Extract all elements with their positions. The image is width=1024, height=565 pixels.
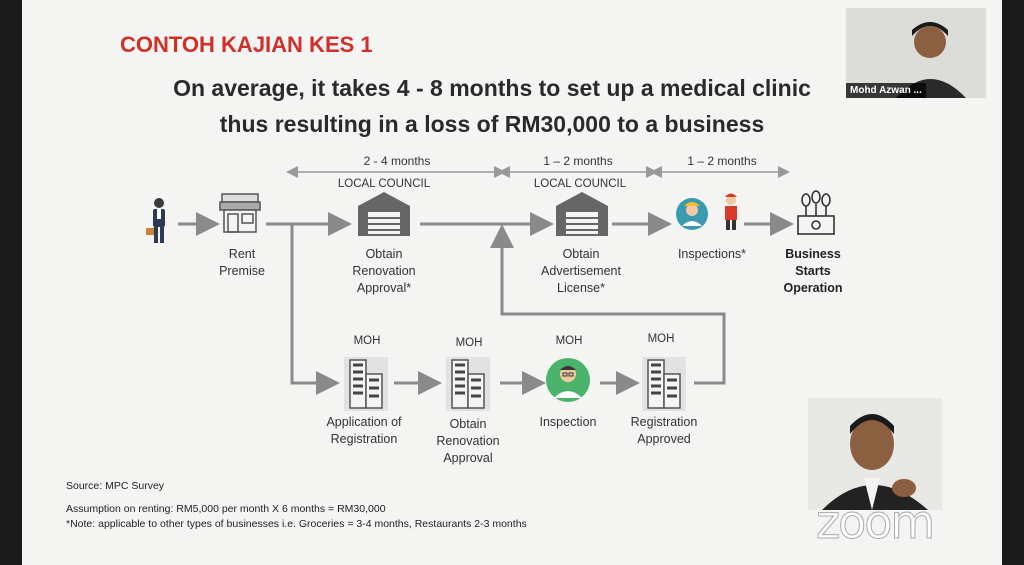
- org-local-council-2: LOCAL COUNCIL: [533, 178, 627, 190]
- org-moh-1: MOH: [353, 335, 381, 347]
- money-plant-icon: [797, 190, 835, 235]
- participant-video-tile[interactable]: Mohd Azwan ...: [846, 8, 986, 98]
- doctor-icon: [546, 358, 590, 402]
- shared-slide: CONTOH KAJIAN KES 1 On average, it takes…: [22, 0, 1002, 565]
- speaker-avatar: [822, 414, 928, 510]
- case-title: CONTOH KAJIAN KES 1: [120, 32, 373, 57]
- headline: On average, it takes 4 - 8 months to set…: [112, 70, 872, 142]
- org-moh-4: MOH: [647, 333, 675, 345]
- step-inspections: Inspections*: [677, 247, 747, 261]
- duration-label-2: 1 – 2 months: [543, 154, 613, 168]
- headline-line-1: On average, it takes 4 - 8 months to set…: [173, 75, 811, 101]
- inspectors-icon: [676, 193, 737, 230]
- assumption-note: Assumption on renting: RM5,000 per month…: [66, 503, 386, 515]
- step-business-starts: Business Starts Operation: [783, 247, 843, 295]
- flow-arrows: [178, 212, 794, 395]
- step-moh-renovation-approval: Obtain Renovation Approval: [436, 417, 500, 465]
- headline-line-2: thus resulting in a loss of RM30,000 to …: [219, 111, 765, 137]
- speaker-video-tile[interactable]: [808, 398, 942, 510]
- step-application-registration: Application of Registration: [326, 415, 402, 446]
- org-local-council-1: LOCAL COUNCIL: [337, 178, 431, 190]
- moh-building-icon-1: [344, 357, 388, 411]
- applicability-note: *Note: applicable to other types of busi…: [66, 518, 527, 530]
- org-moh-2: MOH: [455, 337, 483, 349]
- step-rent-premise: Rent Premise: [219, 247, 265, 278]
- step-renovation-approval: Obtain Renovation Approval*: [352, 247, 416, 295]
- step-advertisement-license: Obtain Advertisement License*: [541, 247, 621, 295]
- duration-label-3: 1 – 2 months: [687, 154, 757, 168]
- participant-name-label: Mohd Azwan ...: [846, 83, 926, 98]
- process-flow-diagram: [146, 166, 835, 411]
- step-registration-approved: Registration Approved: [630, 415, 698, 446]
- step-moh-inspection: Inspection: [539, 415, 597, 429]
- local-council-building-icon-2: [556, 192, 608, 236]
- shop-icon: [219, 193, 261, 233]
- moh-building-icon-2: [446, 357, 490, 411]
- local-council-building-icon: [358, 192, 410, 236]
- businessman-icon: [146, 198, 165, 243]
- source-note: Source: MPC Survey: [66, 480, 165, 492]
- zoom-watermark: zoom: [815, 495, 935, 550]
- org-moh-3: MOH: [555, 335, 583, 347]
- duration-label-1: 2 - 4 months: [363, 154, 431, 168]
- moh-building-icon-3: [642, 357, 686, 411]
